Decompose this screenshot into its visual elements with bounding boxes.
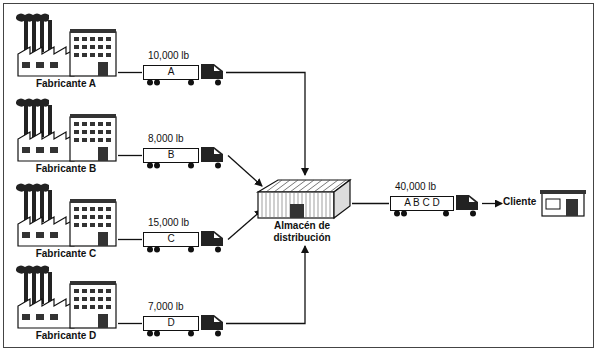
truck-trailer: 7,000 lbD	[143, 316, 199, 331]
cargo-letter: D	[144, 317, 198, 329]
factory-label: Fabricante C	[14, 248, 118, 260]
connector-line	[118, 239, 142, 240]
factory-label: Fabricante A	[14, 78, 118, 90]
truck-trailer: 10,000 lbA	[143, 65, 199, 80]
truck-cab	[199, 226, 225, 248]
flow-arrow	[228, 156, 262, 187]
truck-trailer: 40,000 lbA B C D	[390, 196, 454, 211]
factory-icon	[14, 182, 118, 248]
truck-cab	[199, 142, 225, 164]
customer-label: Cliente	[503, 196, 536, 208]
connector-line	[118, 155, 142, 156]
factory-icon	[14, 264, 118, 330]
factory: Fabricante A	[14, 12, 118, 90]
cargo-letter: A	[144, 66, 198, 78]
truck-wheels	[390, 210, 480, 217]
weight-label: 40,000 lb	[395, 181, 436, 193]
factory-icon	[14, 97, 118, 163]
truck-wheels	[143, 330, 225, 337]
factory-label: Fabricante D	[14, 330, 118, 342]
weight-label: 10,000 lb	[148, 50, 189, 62]
truck-wheels	[143, 162, 225, 169]
connector-line	[118, 72, 142, 73]
flow-arrow	[482, 203, 502, 204]
factory: Fabricante B	[14, 97, 118, 175]
connector-line	[352, 203, 389, 204]
cargo-letter: C	[144, 233, 198, 245]
truck-cab	[454, 190, 480, 212]
truck-wheels	[143, 79, 225, 86]
weight-label: 8,000 lb	[148, 133, 184, 145]
factory-label: Fabricante B	[14, 163, 118, 175]
truck-cab	[199, 310, 225, 332]
warehouse: Almacén de distribución	[252, 176, 356, 244]
flow-arrow	[228, 210, 262, 240]
weight-label: 7,000 lb	[148, 301, 184, 313]
factory: Fabricante D	[14, 264, 118, 342]
store-icon	[540, 187, 586, 217]
connector-line	[118, 323, 142, 324]
truck-wheels	[143, 246, 225, 253]
factory-icon	[14, 12, 118, 78]
truck-trailer: 15,000 lbC	[143, 232, 199, 247]
flow-arrow	[226, 73, 305, 176]
truck-trailer: 8,000 lbB	[143, 148, 199, 163]
factory: Fabricante C	[14, 182, 118, 260]
truck-cab	[199, 59, 225, 81]
cargo-letter: B	[144, 149, 198, 161]
weight-label: 15,000 lb	[148, 217, 189, 229]
warehouse-icon	[254, 176, 354, 220]
customer: Cliente	[503, 187, 586, 217]
flow-arrow	[226, 246, 305, 324]
warehouse-label: Almacén de distribución	[252, 220, 352, 244]
cargo-letter: A B C D	[391, 197, 453, 209]
